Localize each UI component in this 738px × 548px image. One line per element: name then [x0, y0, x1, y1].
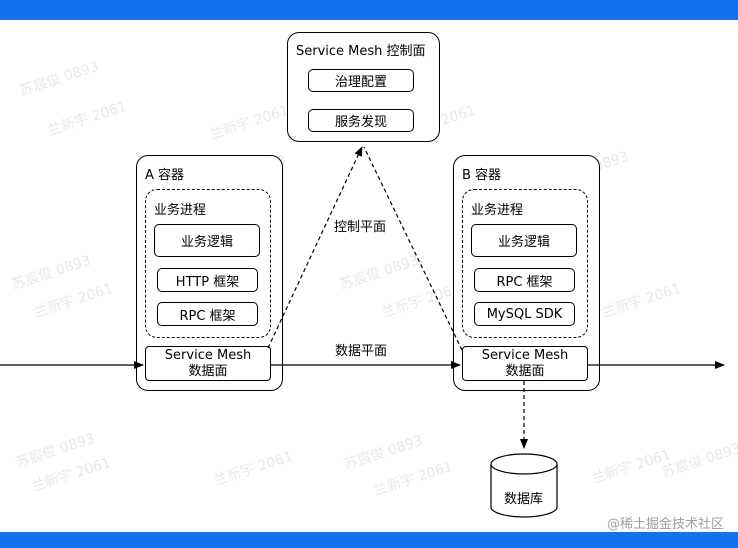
database-label: 数据库 — [504, 492, 544, 507]
container-a-process — [145, 189, 271, 338]
container-b-process-title: 业务进程 — [471, 203, 524, 218]
control-plane-label: 控制平面 — [334, 220, 387, 235]
container-a-item: RPC 框架 — [157, 302, 258, 326]
bottom-accent-bar — [0, 532, 738, 548]
container-a-item: HTTP 框架 — [157, 268, 258, 292]
control-plane-link-b — [363, 146, 463, 351]
container-a-data-plane-line1: Service Mesh — [164, 348, 252, 363]
control-plane-item: 服务发现 — [308, 109, 414, 132]
container-a-process-title: 业务进程 — [154, 203, 207, 218]
container-b-title: B 容器 — [462, 168, 502, 183]
container-b-process — [462, 189, 588, 338]
data-plane-label: 数据平面 — [335, 344, 388, 359]
container-b-data-plane-line2: 数据面 — [505, 364, 545, 379]
control-plane-item: 治理配置 — [308, 69, 414, 92]
container-b-item: RPC 框架 — [474, 268, 575, 292]
footer-watermark: @稀土掘金技术社区 — [606, 517, 724, 532]
top-accent-bar — [0, 0, 738, 20]
container-b-data-plane: Service Mesh 数据面 — [462, 346, 588, 381]
control-plane-link-a — [267, 146, 363, 349]
container-a-item: 业务逻辑 — [154, 224, 260, 257]
container-a-data-plane-line2: 数据面 — [188, 364, 228, 379]
container-b-item: MySQL SDK — [474, 302, 575, 326]
control-plane-title: Service Mesh 控制面 — [296, 44, 426, 59]
container-b-item: 业务逻辑 — [471, 224, 577, 257]
container-a-data-plane: Service Mesh 数据面 — [145, 346, 271, 381]
database-cylinder — [490, 453, 558, 518]
container-a-title: A 容器 — [145, 168, 185, 183]
container-b-data-plane-line1: Service Mesh — [481, 348, 569, 363]
